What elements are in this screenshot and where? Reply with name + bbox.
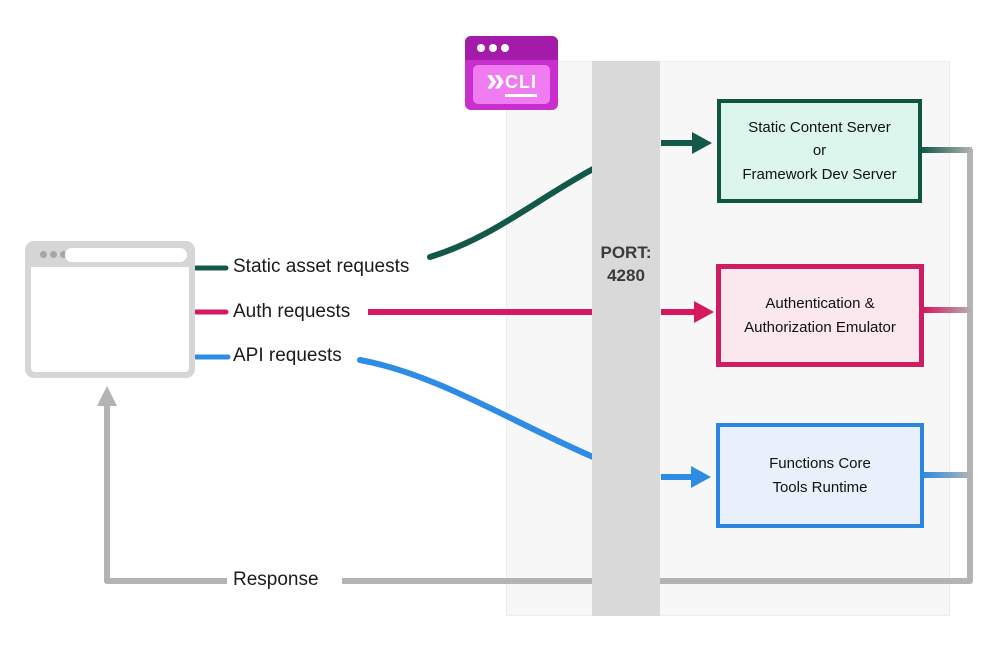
cli-label: CLI [504, 72, 537, 97]
browser-dot-icon [60, 251, 67, 258]
cli-chevron-icon: » [486, 61, 505, 99]
box-output-stubs [922, 147, 972, 478]
label-static-asset-requests: Static asset requests [233, 256, 410, 277]
browser-dot-icon [50, 251, 57, 258]
box-line: Authentication & [765, 295, 875, 313]
auth-request-arrow [193, 301, 714, 323]
port-label: PORT: 4280 [592, 242, 660, 288]
label-auth-requests: Auth requests [233, 301, 351, 322]
cli-screen: » CLI [473, 61, 550, 104]
window-dot-icon [501, 44, 509, 52]
window-dot-icon [477, 44, 485, 52]
cli-titlebar [465, 36, 558, 60]
box-line: Functions Core [769, 455, 871, 473]
box-line: Static Content Server [748, 119, 891, 137]
api-request-arrow [193, 354, 711, 488]
response-arrow [97, 149, 973, 584]
cli-icon: » CLI [465, 36, 558, 110]
browser-icon [25, 241, 195, 378]
window-dot-icon [489, 44, 497, 52]
port-label-line2: 4280 [607, 265, 645, 285]
box-functions-core-tools: Functions Core Tools Runtime [716, 423, 924, 528]
port-label-line1: PORT: [600, 243, 652, 262]
box-line: Authorization Emulator [744, 318, 896, 336]
port-bar [592, 61, 660, 616]
browser-body [31, 267, 189, 372]
label-api-requests: API requests [233, 345, 342, 366]
static-request-arrow [193, 132, 712, 271]
box-static-content-server: Static Content Server or Framework Dev S… [717, 99, 922, 203]
box-line: Framework Dev Server [742, 165, 897, 183]
address-bar [65, 248, 187, 262]
box-line: Tools Runtime [772, 478, 868, 496]
box-line: or [812, 142, 827, 160]
label-response: Response [233, 569, 319, 590]
box-auth-emulator: Authentication & Authorization Emulator [716, 264, 924, 367]
browser-dot-icon [40, 251, 47, 258]
